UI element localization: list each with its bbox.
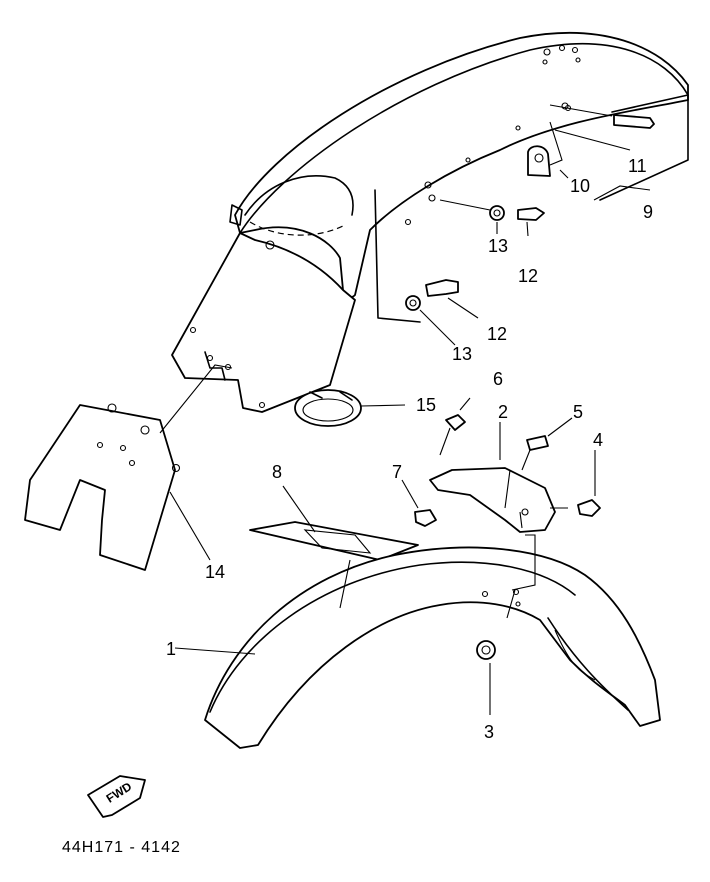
label-part-1: 1 xyxy=(166,639,176,659)
leader-lines xyxy=(169,129,651,561)
label-part-10: 10 xyxy=(570,176,590,196)
label-part-15: 15 xyxy=(416,395,436,415)
reference-code: 44H171 - 4142 xyxy=(62,839,181,856)
label-part-12-lower: 12 xyxy=(487,324,507,344)
front-fender-1 xyxy=(174,546,661,749)
decal-8 xyxy=(249,485,419,561)
license-plate-14 xyxy=(24,364,233,571)
label-part-9: 9 xyxy=(643,202,653,222)
label-part-7: 7 xyxy=(392,462,402,482)
hardware-3-4-5-6-7 xyxy=(414,414,601,715)
label-part-3: 3 xyxy=(484,722,494,742)
fwd-arrow-icon: FWD xyxy=(87,775,146,818)
label-part-11: 11 xyxy=(628,156,647,176)
label-part-13-lower: 13 xyxy=(452,344,472,364)
clamp-15 xyxy=(294,389,406,427)
rear-fender xyxy=(234,31,689,323)
hardware-12-13 xyxy=(405,199,545,311)
rear-fender-plate xyxy=(171,204,356,413)
label-part-6: 6 xyxy=(493,369,503,389)
label-part-5: 5 xyxy=(573,402,583,422)
hardware-9-10-11 xyxy=(527,102,655,177)
label-part-14: 14 xyxy=(205,562,225,582)
label-part-2: 2 xyxy=(498,402,508,422)
part-labels: 1 2 3 4 5 6 7 8 9 10 11 12 12 13 13 14 1… xyxy=(166,156,653,742)
label-part-13-upper: 13 xyxy=(488,236,508,256)
label-part-4: 4 xyxy=(593,430,603,450)
label-part-12-upper: 12 xyxy=(518,266,538,286)
bracket-2 xyxy=(429,467,568,619)
label-part-8: 8 xyxy=(272,462,282,482)
